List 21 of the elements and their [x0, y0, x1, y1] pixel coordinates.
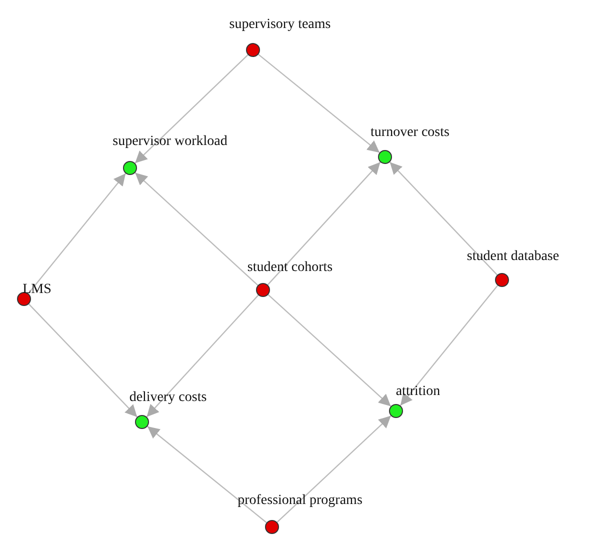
arrow [147, 426, 267, 524]
arrow [268, 294, 392, 407]
arrow [134, 54, 248, 164]
node-label: attrition [396, 384, 440, 400]
node-label: professional programs [238, 493, 362, 509]
node-label: student cohorts [247, 260, 333, 276]
arrow [258, 54, 380, 154]
node-label: turnover costs [370, 125, 450, 141]
node-label: student database [466, 249, 560, 265]
node-label: delivery costs [129, 390, 207, 406]
node-label: supervisory teams [229, 17, 331, 33]
arrow [389, 162, 498, 276]
arrow [146, 294, 259, 418]
arrow [276, 415, 392, 523]
node-label: LMS [22, 282, 52, 298]
arrow [134, 172, 258, 286]
arrow [267, 162, 381, 286]
arrow [28, 304, 138, 418]
node-label: supervisor workload [112, 134, 228, 150]
arrow [400, 285, 498, 406]
arrow [28, 173, 126, 294]
